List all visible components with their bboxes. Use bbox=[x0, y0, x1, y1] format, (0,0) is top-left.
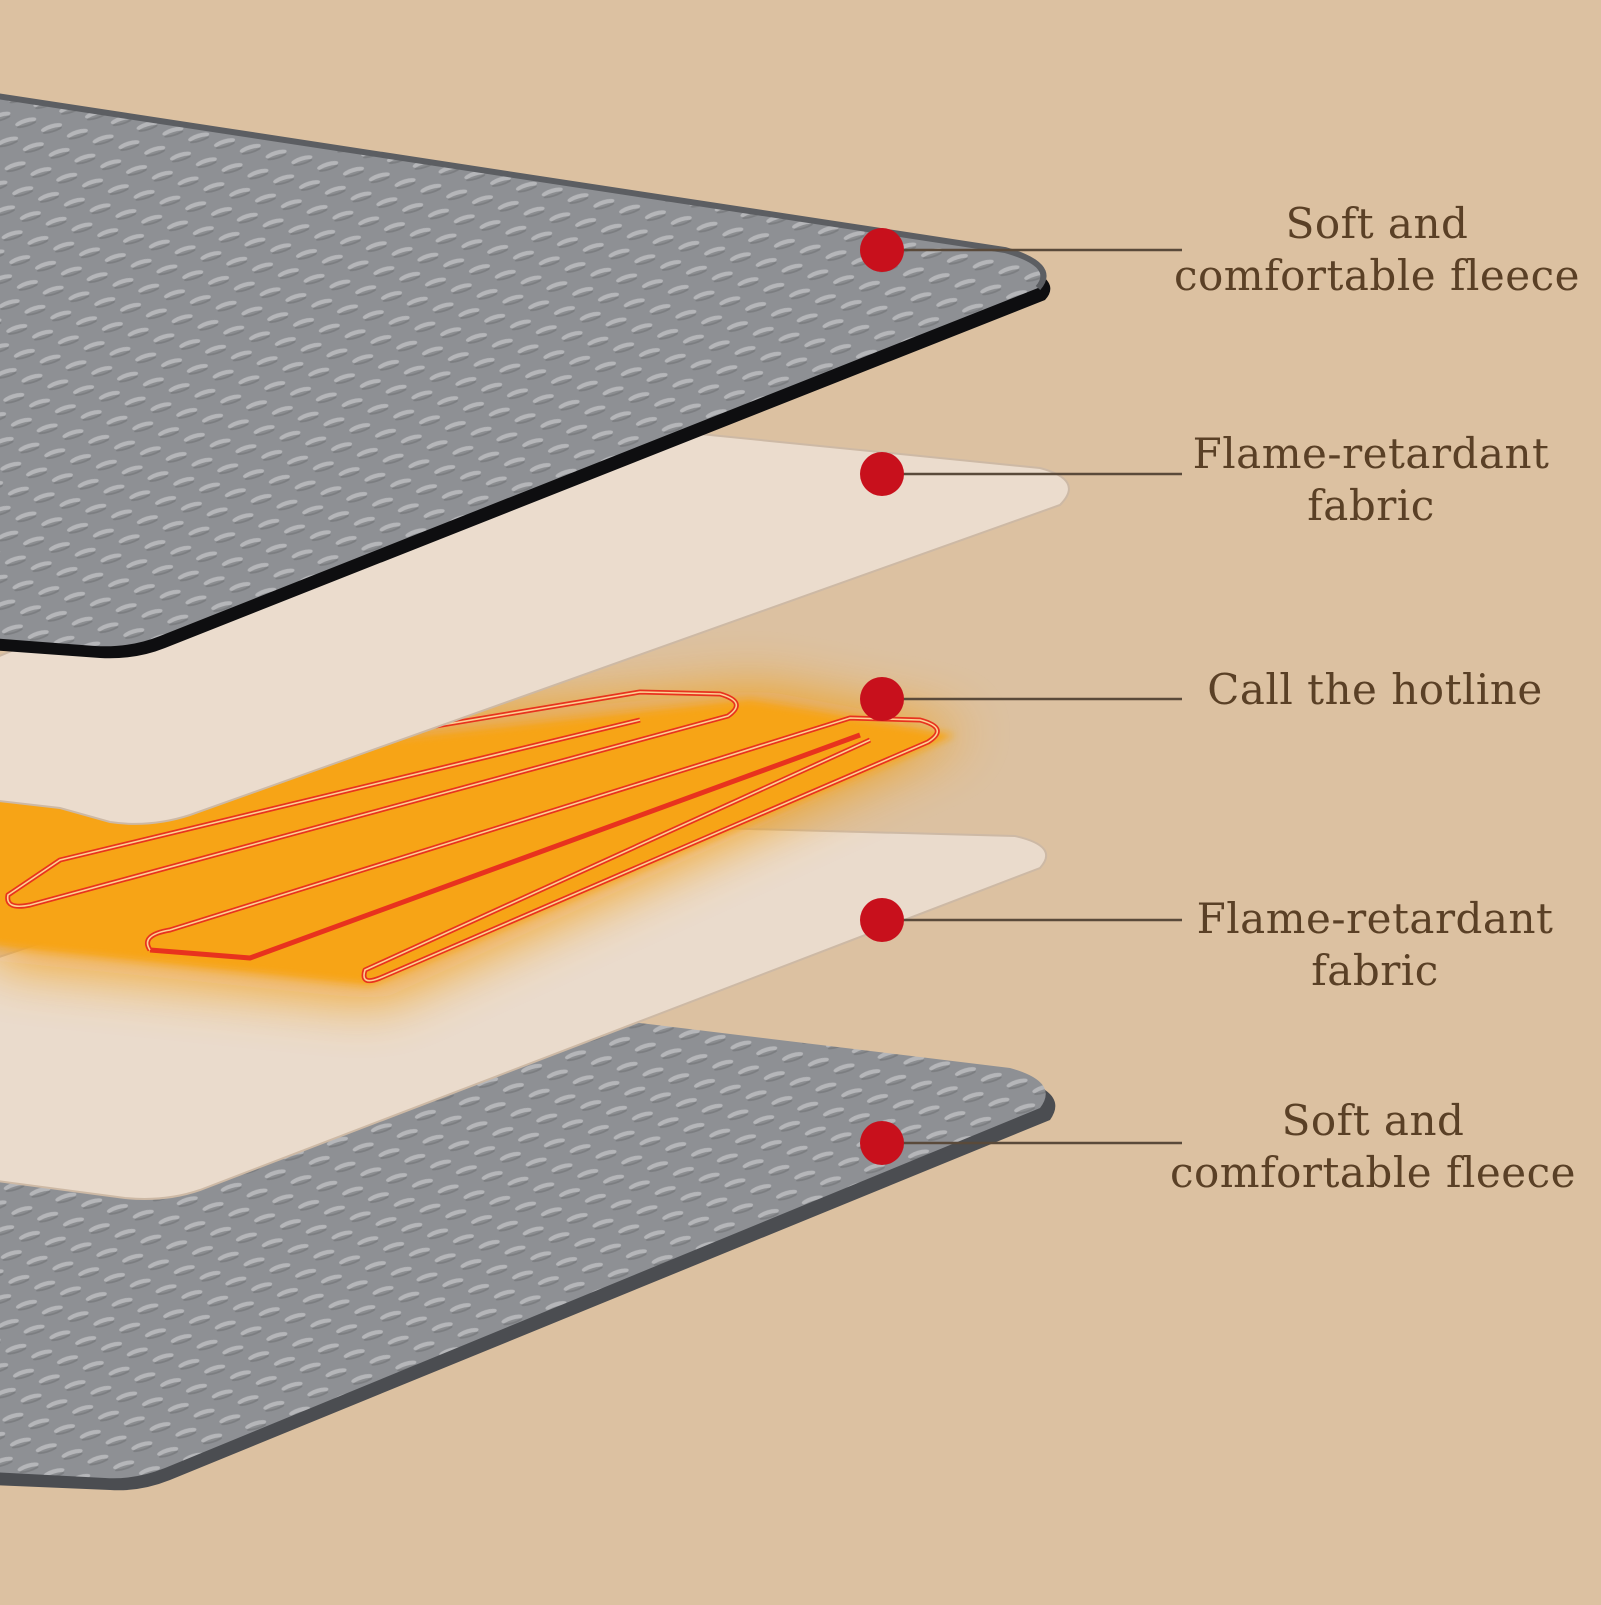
layer-marker-dot bbox=[860, 677, 904, 721]
layer-label-line: fabric bbox=[1307, 481, 1435, 530]
layer-label: Call the hotline bbox=[1145, 664, 1601, 716]
layer-marker-dot bbox=[860, 1121, 904, 1165]
layer-label-line: fabric bbox=[1311, 946, 1439, 995]
layer-marker-dot bbox=[860, 228, 904, 272]
layer-label-line: Flame-retardant bbox=[1196, 894, 1554, 943]
layer-label-line: comfortable fleece bbox=[1173, 251, 1581, 300]
callout-markers bbox=[860, 228, 1182, 1165]
layer-label-line: Call the hotline bbox=[1207, 665, 1543, 714]
layer-marker-dot bbox=[860, 898, 904, 942]
layer-label-line: Soft and bbox=[1281, 1096, 1465, 1145]
layer-label-line: Soft and bbox=[1285, 199, 1469, 248]
layer-label-line: comfortable fleece bbox=[1169, 1148, 1577, 1197]
layer-marker-dot bbox=[860, 452, 904, 496]
layer-label-line: Flame-retardant bbox=[1192, 429, 1550, 478]
